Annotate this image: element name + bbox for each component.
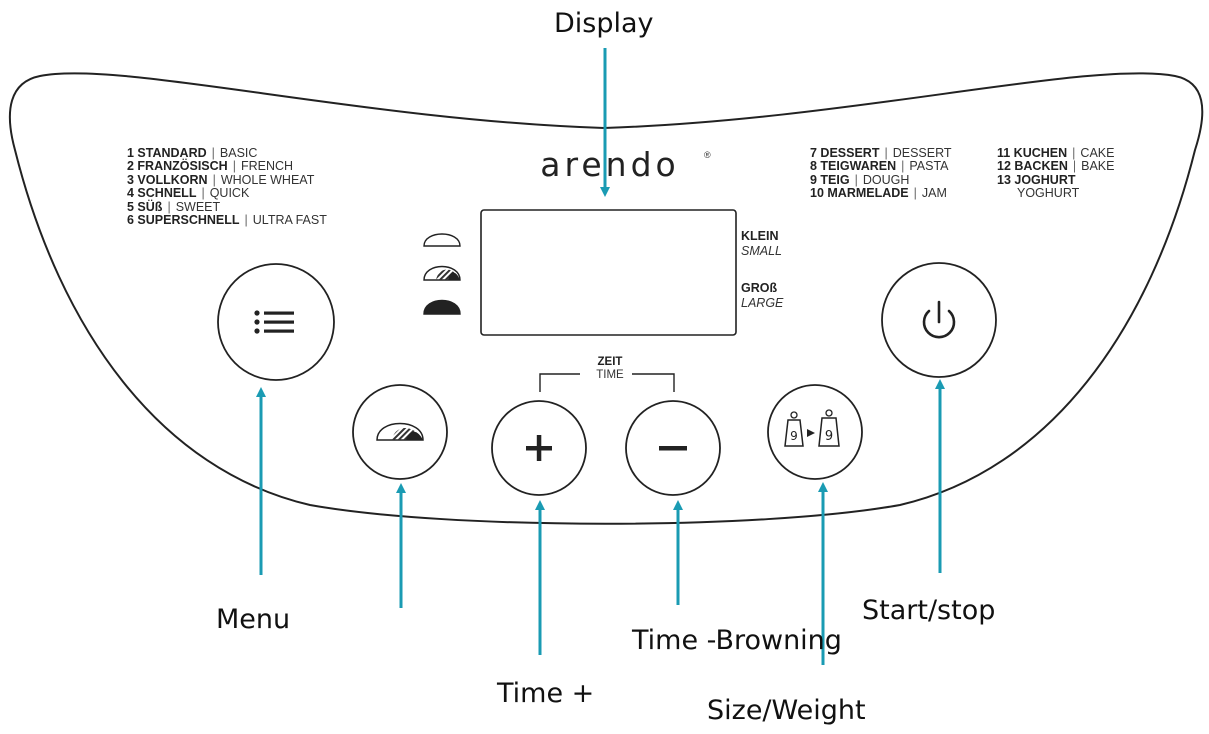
lcd-display xyxy=(480,209,737,336)
time-minus-button[interactable] xyxy=(625,400,721,496)
size-weight-button[interactable]: 9 9 xyxy=(767,384,863,480)
program-list-right: 11 KUCHEN|CAKE 12 BACKEN|BAKE 13 JOGHURT… xyxy=(997,146,1115,201)
program-3: 3 VOLLKORN|WHOLE WHEAT xyxy=(127,172,315,187)
size-label-large: GROß LARGE xyxy=(741,281,784,310)
list-icon xyxy=(254,310,294,334)
time-group-label: ZEIT TIME xyxy=(596,356,624,381)
brand-logo: arendo xyxy=(540,145,680,184)
callout-time-minus-browning: Time -Browning xyxy=(632,625,842,656)
size-label-small: KLEIN SMALL xyxy=(741,229,782,258)
program-8: 8 TEIGWAREN|PASTA xyxy=(810,159,949,174)
program-12: 12 BACKEN|BAKE xyxy=(997,159,1115,174)
time-bracket xyxy=(539,373,675,392)
program-9: 9 TEIG|DOUGH xyxy=(810,172,910,187)
program-10: 10 MARMELADE|JAM xyxy=(810,186,947,201)
menu-button[interactable] xyxy=(217,263,335,381)
callout-display: Display xyxy=(554,8,654,39)
power-icon xyxy=(922,300,956,339)
program-4: 4 SCHNELL|QUICK xyxy=(127,186,250,201)
program-5: 5 SÜß|SWEET xyxy=(127,199,221,214)
callout-start-stop: Start/stop xyxy=(862,595,996,626)
program-6: 6 SUPERSCHNELL|ULTRA FAST xyxy=(127,213,327,228)
program-7: 7 DESSERT|DESSERT xyxy=(810,146,952,160)
svg-text:9: 9 xyxy=(825,429,833,444)
callout-size-weight: Size/Weight xyxy=(707,695,866,726)
program-1: 1 STANDARD|BASIC xyxy=(127,146,258,160)
svg-text:9: 9 xyxy=(790,429,798,443)
crust-dark-icon xyxy=(423,299,461,315)
crust-button[interactable] xyxy=(352,384,448,480)
program-2: 2 FRANZÖSISCH|FRENCH xyxy=(127,159,294,174)
time-plus-button[interactable] xyxy=(491,400,587,496)
program-list-left: 1 STANDARD|BASIC 2 FRANZÖSISCH|FRENCH 3 … xyxy=(127,146,327,228)
callout-menu: Menu xyxy=(216,604,291,635)
program-list-mid: 7 DESSERT|DESSERT 8 TEIGWAREN|PASTA 9 TE… xyxy=(810,146,952,201)
crust-medium-icon xyxy=(423,265,461,281)
weight-to-weight-icon: 9 9 xyxy=(784,409,840,447)
callout-arrows xyxy=(256,48,945,665)
program-13: 13 JOGHURT xyxy=(997,172,1076,187)
callout-time-plus: Time + xyxy=(497,678,595,709)
program-13-en: YOGHURT xyxy=(1017,186,1080,201)
start-stop-button[interactable] xyxy=(881,262,997,378)
registered-mark: ® xyxy=(704,150,711,160)
crust-light-icon xyxy=(423,233,461,247)
program-11: 11 KUCHEN|CAKE xyxy=(997,146,1115,160)
bread-crust-icon xyxy=(376,422,424,441)
